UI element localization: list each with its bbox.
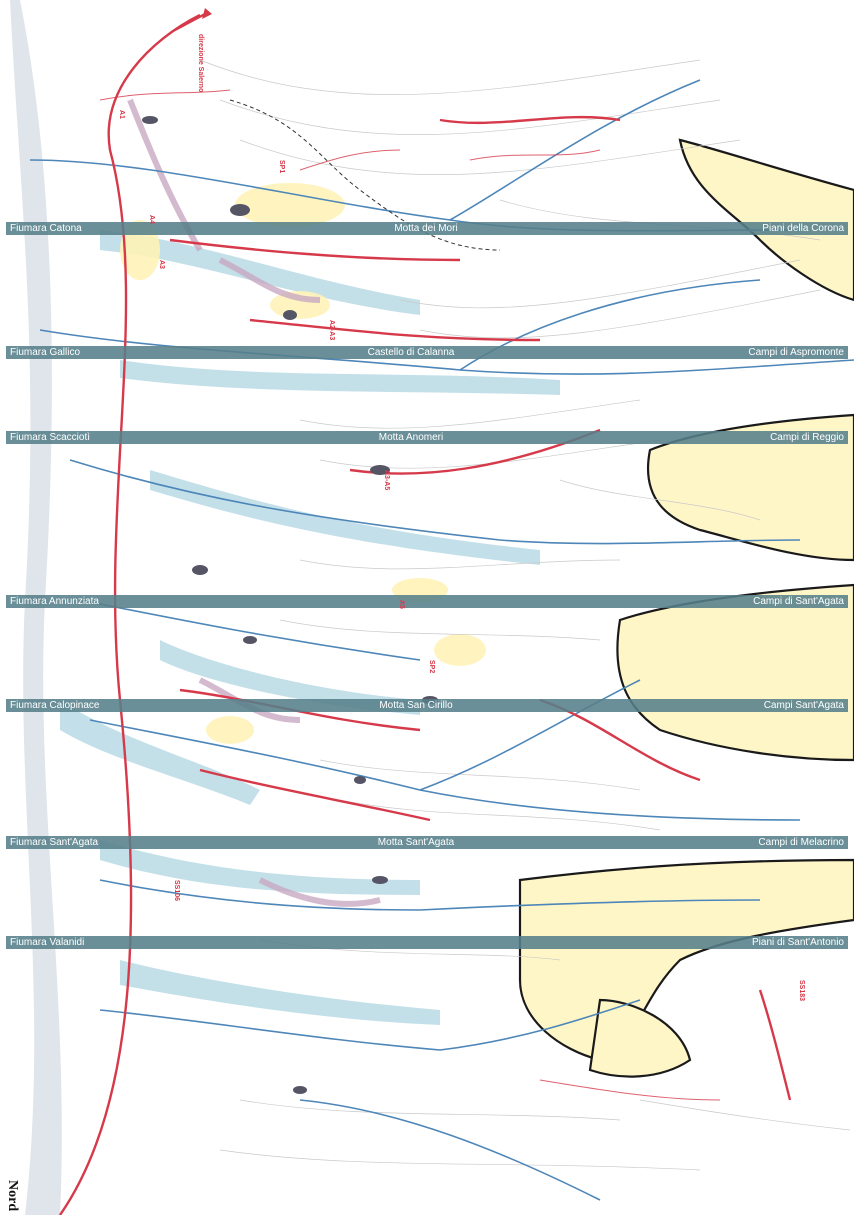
plateau-label: Campi di Melacrino xyxy=(758,837,844,848)
river-label: Fiumara Calopinace xyxy=(10,700,100,711)
river-label: Fiumara Annunziata xyxy=(10,596,99,607)
section-band-valanidi: Fiumara Valanidi Piani di Sant'Antonio xyxy=(6,936,848,949)
plateaus xyxy=(518,138,854,1078)
section-band-annunziata: Fiumara Annunziata Campi di Sant'Agata xyxy=(6,595,848,608)
place-label: Motta Anomeri xyxy=(378,432,444,443)
direction-label: direzione Salerno xyxy=(197,34,204,93)
plateau-label: Campi di Reggio xyxy=(770,432,844,443)
plateau-label: Campi Sant'Agata xyxy=(763,700,844,711)
north-label: Nord xyxy=(5,1180,20,1212)
river-label: Fiumara Valanidi xyxy=(10,937,85,948)
place-label: Castello di Calanna xyxy=(367,347,455,358)
plateau-label: Piani di Sant'Antonio xyxy=(752,937,844,948)
river-beds xyxy=(60,230,560,1025)
place-label: Motta Sant'Agata xyxy=(377,837,455,848)
river-label: Fiumara Scacciotì xyxy=(10,432,91,443)
section-band-santagata: Fiumara Sant'Agata Motta Sant'Agata Camp… xyxy=(6,836,848,849)
section-band-calopinace: Fiumara Calopinace Motta San Cirillo Cam… xyxy=(6,699,848,712)
rivers xyxy=(29,79,854,1201)
section-band-gallico: Fiumara Gallico Castello di Calanna Camp… xyxy=(6,346,848,359)
roads-thin xyxy=(99,89,721,1101)
contour-lines xyxy=(199,59,851,1171)
arrow-head-icon xyxy=(202,8,212,19)
place-label: Motta San Cirillo xyxy=(379,700,453,711)
section-band-scacciotti: Fiumara Scacciotì Motta Anomeri Campi di… xyxy=(6,431,848,444)
plateau-label: Campi di Aspromonte xyxy=(748,347,844,358)
river-label: Fiumara Gallico xyxy=(10,347,81,358)
plateau-label: Campi di Sant'Agata xyxy=(753,596,844,607)
direction-arrow xyxy=(174,12,206,32)
river-label: Fiumara Sant'Agata xyxy=(10,837,99,848)
administrative-boundary xyxy=(229,99,501,251)
place-label: Motta dei Mori xyxy=(394,223,458,234)
section-band-catona: Fiumara Catona Motta dei Mori Piani dell… xyxy=(6,222,848,235)
plateau-label: Piani della Corona xyxy=(762,223,844,234)
river-label: Fiumara Catona xyxy=(10,223,82,234)
